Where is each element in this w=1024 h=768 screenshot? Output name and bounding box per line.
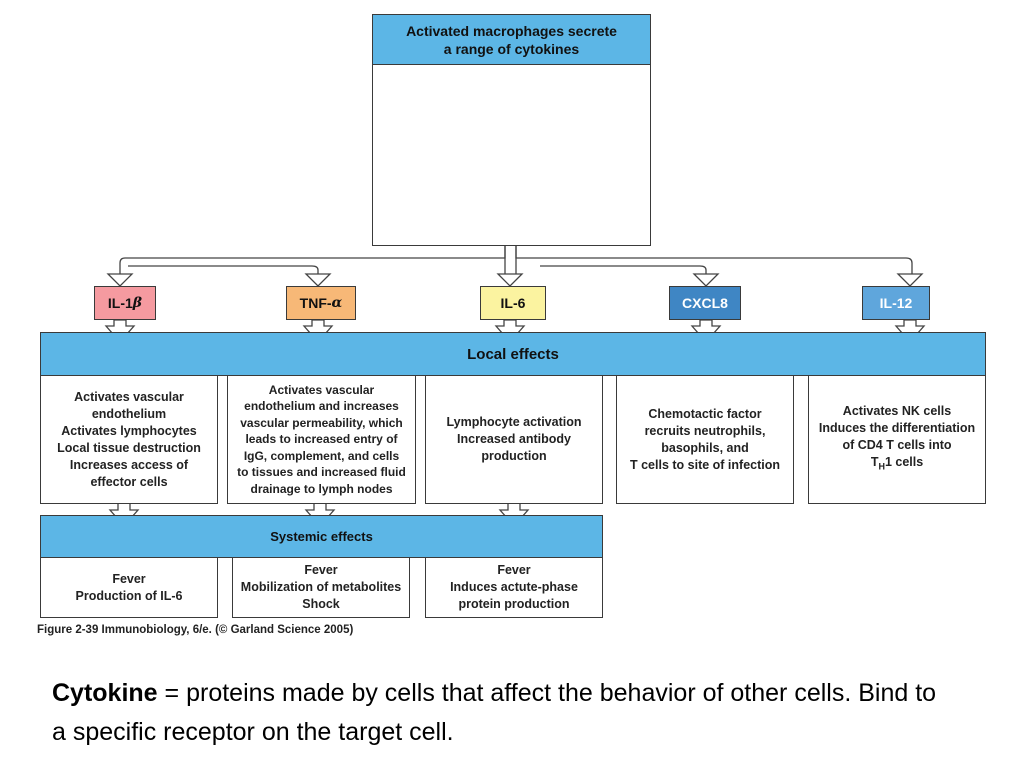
local-effect-line: production (481, 449, 547, 463)
local-effect-line: Increased antibody (457, 432, 571, 446)
systemic-effect-line: Fever (497, 563, 531, 577)
local-effect-line: Activates vascular (74, 389, 184, 404)
systemic-effect-il1b: Fever Production of IL-6 (40, 557, 218, 618)
th1-subscript: H (878, 461, 885, 472)
arrow-il1 (106, 273, 134, 287)
local-effect-tnfa: Activates vascular endothelium and incre… (227, 375, 416, 504)
cytokine-cxcl8: CXCL8 (669, 286, 741, 320)
cytokine-il12: IL-12 (862, 286, 930, 320)
th1-t: T (870, 455, 879, 470)
local-effect-il1b: Activates vascular endothelium Activates… (40, 375, 218, 504)
local-effect-line: drainage to lymph nodes (250, 481, 393, 496)
th1-cells-line: TH1 cells (871, 454, 923, 476)
arrow-il12 (896, 273, 924, 287)
local-effects-heading: Local effects (467, 345, 559, 363)
local-effect-line: Increases access of (69, 457, 189, 472)
cytokine-il1b-label: IL-1 (107, 295, 133, 311)
local-effect-il6: Lymphocyte activation Increased antibody… (425, 375, 603, 504)
figure-caption: Figure 2-39 Immunobiology, 6/e. (© Garla… (37, 624, 354, 636)
definition-text: = proteins made by cells that affect the… (52, 679, 937, 746)
local-effect-line: Activates lymphocytes (61, 423, 197, 438)
cytokine-il6-label: IL-6 (500, 295, 526, 311)
local-effect-line: of CD4 T cells into (842, 438, 952, 453)
systemic-effect-tnfa: Fever Mobilization of metabolites Shock (232, 557, 410, 618)
systemic-effect-line: Fever (304, 563, 338, 577)
arrow-il6 (496, 273, 524, 287)
local-effect-line: leads to increased entry of (245, 432, 398, 447)
systemic-effect-line: Fever (112, 571, 146, 586)
cytokine-tnfa-label: TNF- (299, 295, 332, 311)
local-effect-line: Chemotactic factor (648, 406, 762, 421)
local-effect-il12: Activates NK cells Induces the different… (808, 375, 986, 504)
arrow-tnf (304, 273, 332, 287)
local-effects-band: Local effects (40, 332, 986, 376)
cytokine-tnfa-greek: α (331, 295, 343, 311)
systemic-effect-line: protein production (458, 597, 570, 611)
local-effect-line: Lymphocyte activation (446, 415, 582, 429)
local-effect-line: recruits neutrophils, (644, 423, 766, 438)
cytokine-il12-label: IL-12 (879, 295, 913, 311)
local-effect-line: Activates NK cells (842, 404, 952, 419)
th1-rest: 1 cells (884, 455, 924, 470)
systemic-effect-line: Production of IL-6 (75, 588, 183, 603)
systemic-effect-line: Shock (302, 597, 340, 611)
title-text: Activated macrophages secrete a range of… (373, 18, 650, 62)
arrow-cxcl8 (692, 273, 720, 287)
local-effect-line: to tissues and increased fluid (237, 465, 406, 480)
local-effect-line: vascular permeability, which (240, 415, 403, 430)
local-effect-line: basophils, and (661, 440, 749, 455)
cytokine-cxcl8-label: CXCL8 (682, 295, 728, 311)
systemic-effects-heading: Systemic effects (270, 529, 373, 544)
local-effect-line: Induces the differentiation (818, 421, 976, 436)
local-effect-line: Activates vascular (268, 382, 375, 397)
local-effect-line: Local tissue destruction (57, 440, 201, 455)
title-banner (373, 15, 650, 65)
cytokine-il6: IL-6 (480, 286, 546, 320)
local-effect-line: endothelium (91, 406, 167, 421)
cytokine-il1b-greek: β (132, 295, 143, 311)
arrowheads (104, 273, 926, 527)
title-line-1: Activated macrophages secrete (406, 23, 617, 39)
title-line-2: a range of cytokines (443, 41, 580, 57)
systemic-effect-line: Induces actute-phase (450, 580, 578, 594)
cytokine-tnfa: TNF-α (286, 286, 356, 320)
local-effect-line: endothelium and increases (244, 399, 399, 414)
top-branch-connectors (119, 245, 913, 275)
systemic-effect-line: Mobilization of metabolites (240, 580, 402, 594)
local-effect-line: IgG, complement, and cells (243, 448, 400, 463)
local-effect-line: T cells to site of infection (629, 457, 781, 472)
systemic-effect-il6: Fever Induces actute-phase protein produ… (425, 557, 603, 618)
cytokine-definition: Cytokine = proteins made by cells that a… (52, 674, 952, 752)
local-effect-cxcl8: Chemotactic factor recruits neutrophils,… (616, 375, 794, 504)
systemic-effects-band: Systemic effects (40, 515, 603, 558)
definition-term: Cytokine (52, 679, 158, 707)
local-effect-line: effector cells (90, 474, 168, 489)
